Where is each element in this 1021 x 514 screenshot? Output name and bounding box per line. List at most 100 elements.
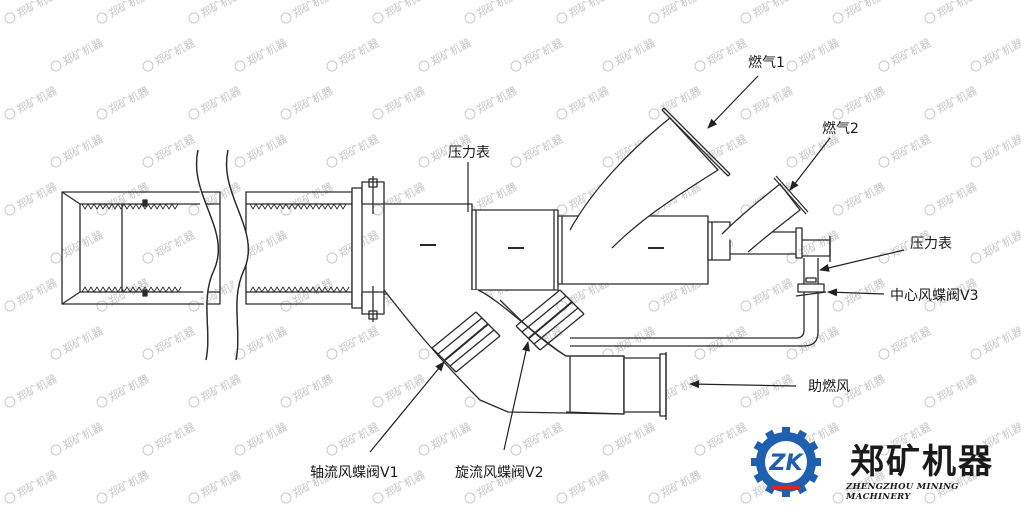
watermark-tile: 郑矿机器 <box>694 35 749 72</box>
svg-text:郑矿机器: 郑矿机器 <box>612 323 657 356</box>
svg-text:郑矿机器: 郑矿机器 <box>382 0 427 20</box>
watermark-tile: 郑矿机器 <box>694 323 749 360</box>
svg-text:郑矿机器: 郑矿机器 <box>244 419 289 452</box>
watermark-tile: 郑矿机器 <box>142 227 197 264</box>
svg-text:郑矿机器: 郑矿机器 <box>934 83 979 116</box>
svg-text:郑矿机器: 郑矿机器 <box>60 419 105 452</box>
watermark-tile: 郑矿机器 <box>602 35 657 72</box>
svg-text:郑矿机器: 郑矿机器 <box>14 83 59 116</box>
svg-text:郑矿机器: 郑矿机器 <box>704 419 749 452</box>
gear-tooth <box>765 482 777 495</box>
watermark-tile: 郑矿机器 <box>648 83 703 120</box>
leader-gas1 <box>707 75 759 129</box>
svg-text:郑矿机器: 郑矿机器 <box>60 131 105 164</box>
label-pressure-gauge-left: 压力表 <box>448 145 490 161</box>
gear-tooth <box>753 471 766 483</box>
gear-tooth <box>751 458 760 466</box>
watermark-tile: 郑矿机器 <box>280 275 335 312</box>
watermark-tile: 郑矿机器 <box>372 371 427 408</box>
label-axial-air-valve: 轴流风蝶阀V1 <box>310 465 399 481</box>
svg-text:郑矿机器: 郑矿机器 <box>198 371 243 404</box>
watermark-tile: 郑矿机器 <box>878 35 933 72</box>
watermark-tile: 郑矿机器 <box>188 0 243 24</box>
svg-text:郑矿机器: 郑矿机器 <box>888 131 933 164</box>
svg-text:郑矿机器: 郑矿机器 <box>106 0 151 20</box>
svg-text:郑矿机器: 郑矿机器 <box>704 35 749 68</box>
svg-text:郑矿机器: 郑矿机器 <box>106 467 151 500</box>
watermark-tile: 郑矿机器 <box>96 179 151 216</box>
watermark-tile: 郑矿机器 <box>280 179 335 216</box>
gear-tooth <box>812 458 821 466</box>
svg-text:郑矿机器: 郑矿机器 <box>60 35 105 68</box>
watermark-tile: 郑矿机器 <box>832 0 887 24</box>
leader-gas2 <box>789 137 831 191</box>
logo-text: ZK <box>769 451 805 476</box>
watermark-tile: 郑矿机器 <box>648 467 703 504</box>
svg-text:郑矿机器: 郑矿机器 <box>198 467 243 500</box>
svg-text:郑矿机器: 郑矿机器 <box>934 0 979 20</box>
watermark-tile: 郑矿机器 <box>510 419 565 456</box>
watermark-tile: 郑矿机器 <box>142 419 197 456</box>
watermark-tile: 郑矿机器 <box>234 35 289 72</box>
watermark-tile: 郑矿机器 <box>418 35 473 72</box>
watermark-tile: 郑矿机器 <box>786 35 841 72</box>
svg-text:郑矿机器: 郑矿机器 <box>290 371 335 404</box>
svg-text:郑矿机器: 郑矿机器 <box>658 83 703 116</box>
svg-text:郑矿机器: 郑矿机器 <box>244 323 289 356</box>
svg-text:郑矿机器: 郑矿机器 <box>980 131 1021 164</box>
watermark-tile: 郑矿机器 <box>4 467 59 504</box>
watermark-tile: 郑矿机器 <box>464 0 519 24</box>
watermark-tile: 郑矿机器 <box>234 323 289 360</box>
svg-text:郑矿机器: 郑矿机器 <box>14 0 59 20</box>
watermark-tile: 郑矿机器 <box>234 419 289 456</box>
svg-text:郑矿机器: 郑矿机器 <box>244 35 289 68</box>
watermark-tile: 郑矿机器 <box>280 371 335 408</box>
leader-axial-valve <box>369 361 445 453</box>
svg-text:郑矿机器: 郑矿机器 <box>152 131 197 164</box>
svg-text:郑矿机器: 郑矿机器 <box>244 227 289 260</box>
svg-text:郑矿机器: 郑矿机器 <box>198 0 243 20</box>
watermark-tile: 郑矿机器 <box>326 35 381 72</box>
brand-logo: ZK <box>751 427 821 497</box>
watermark-tile: 郑矿机器 <box>188 371 243 408</box>
svg-text:郑矿机器: 郑矿机器 <box>934 371 979 404</box>
watermark-tile: 郑矿机器 <box>234 131 289 168</box>
watermark-tile: 郑矿机器 <box>924 83 979 120</box>
watermark-tile: 郑矿机器 <box>96 371 151 408</box>
watermark-tile: 郑矿机器 <box>4 371 59 408</box>
svg-text:郑矿机器: 郑矿机器 <box>428 419 473 452</box>
leader-secondary-air <box>689 380 797 389</box>
watermark-tile: 郑矿机器 <box>326 131 381 168</box>
svg-text:郑矿机器: 郑矿机器 <box>842 0 887 20</box>
watermark-tile: 郑矿机器 <box>970 227 1021 264</box>
watermark-tile: 郑矿机器 <box>50 35 105 72</box>
watermark-tile: 郑矿机器 <box>740 275 795 312</box>
svg-text:郑矿机器: 郑矿机器 <box>750 0 795 20</box>
svg-text:郑矿机器: 郑矿机器 <box>290 0 335 20</box>
gas-pipe-2 <box>721 175 809 253</box>
svg-text:郑矿机器: 郑矿机器 <box>382 371 427 404</box>
watermark-tile: 郑矿机器 <box>510 35 565 72</box>
watermark-tile: 郑矿机器 <box>970 323 1021 360</box>
watermark-tile: 郑矿机器 <box>832 275 887 312</box>
watermark-tile: 郑矿机器 <box>4 83 59 120</box>
svg-text:郑矿机器: 郑矿机器 <box>842 275 887 308</box>
mounting-flange <box>351 176 385 322</box>
watermark-tile: 郑矿机器 <box>740 83 795 120</box>
svg-text:郑矿机器: 郑矿机器 <box>290 83 335 116</box>
watermark-tile: 郑矿机器 <box>50 419 105 456</box>
watermark-tile: 郑矿机器 <box>464 83 519 120</box>
watermark-tile: 郑矿机器 <box>602 419 657 456</box>
gear-tooth <box>753 441 766 453</box>
watermark-tile: 郑矿机器 <box>326 419 381 456</box>
leader-center-valve <box>827 288 885 297</box>
svg-text:郑矿机器: 郑矿机器 <box>336 35 381 68</box>
svg-text:郑矿机器: 郑矿机器 <box>152 323 197 356</box>
svg-text:郑矿机器: 郑矿机器 <box>520 131 565 164</box>
svg-text:郑矿机器: 郑矿机器 <box>934 179 979 212</box>
gear-tooth <box>806 441 819 453</box>
gear-tooth <box>782 488 790 497</box>
svg-text:郑矿机器: 郑矿机器 <box>382 83 427 116</box>
svg-text:郑矿机器: 郑矿机器 <box>796 35 841 68</box>
watermark-tile: 郑矿机器 <box>96 83 151 120</box>
